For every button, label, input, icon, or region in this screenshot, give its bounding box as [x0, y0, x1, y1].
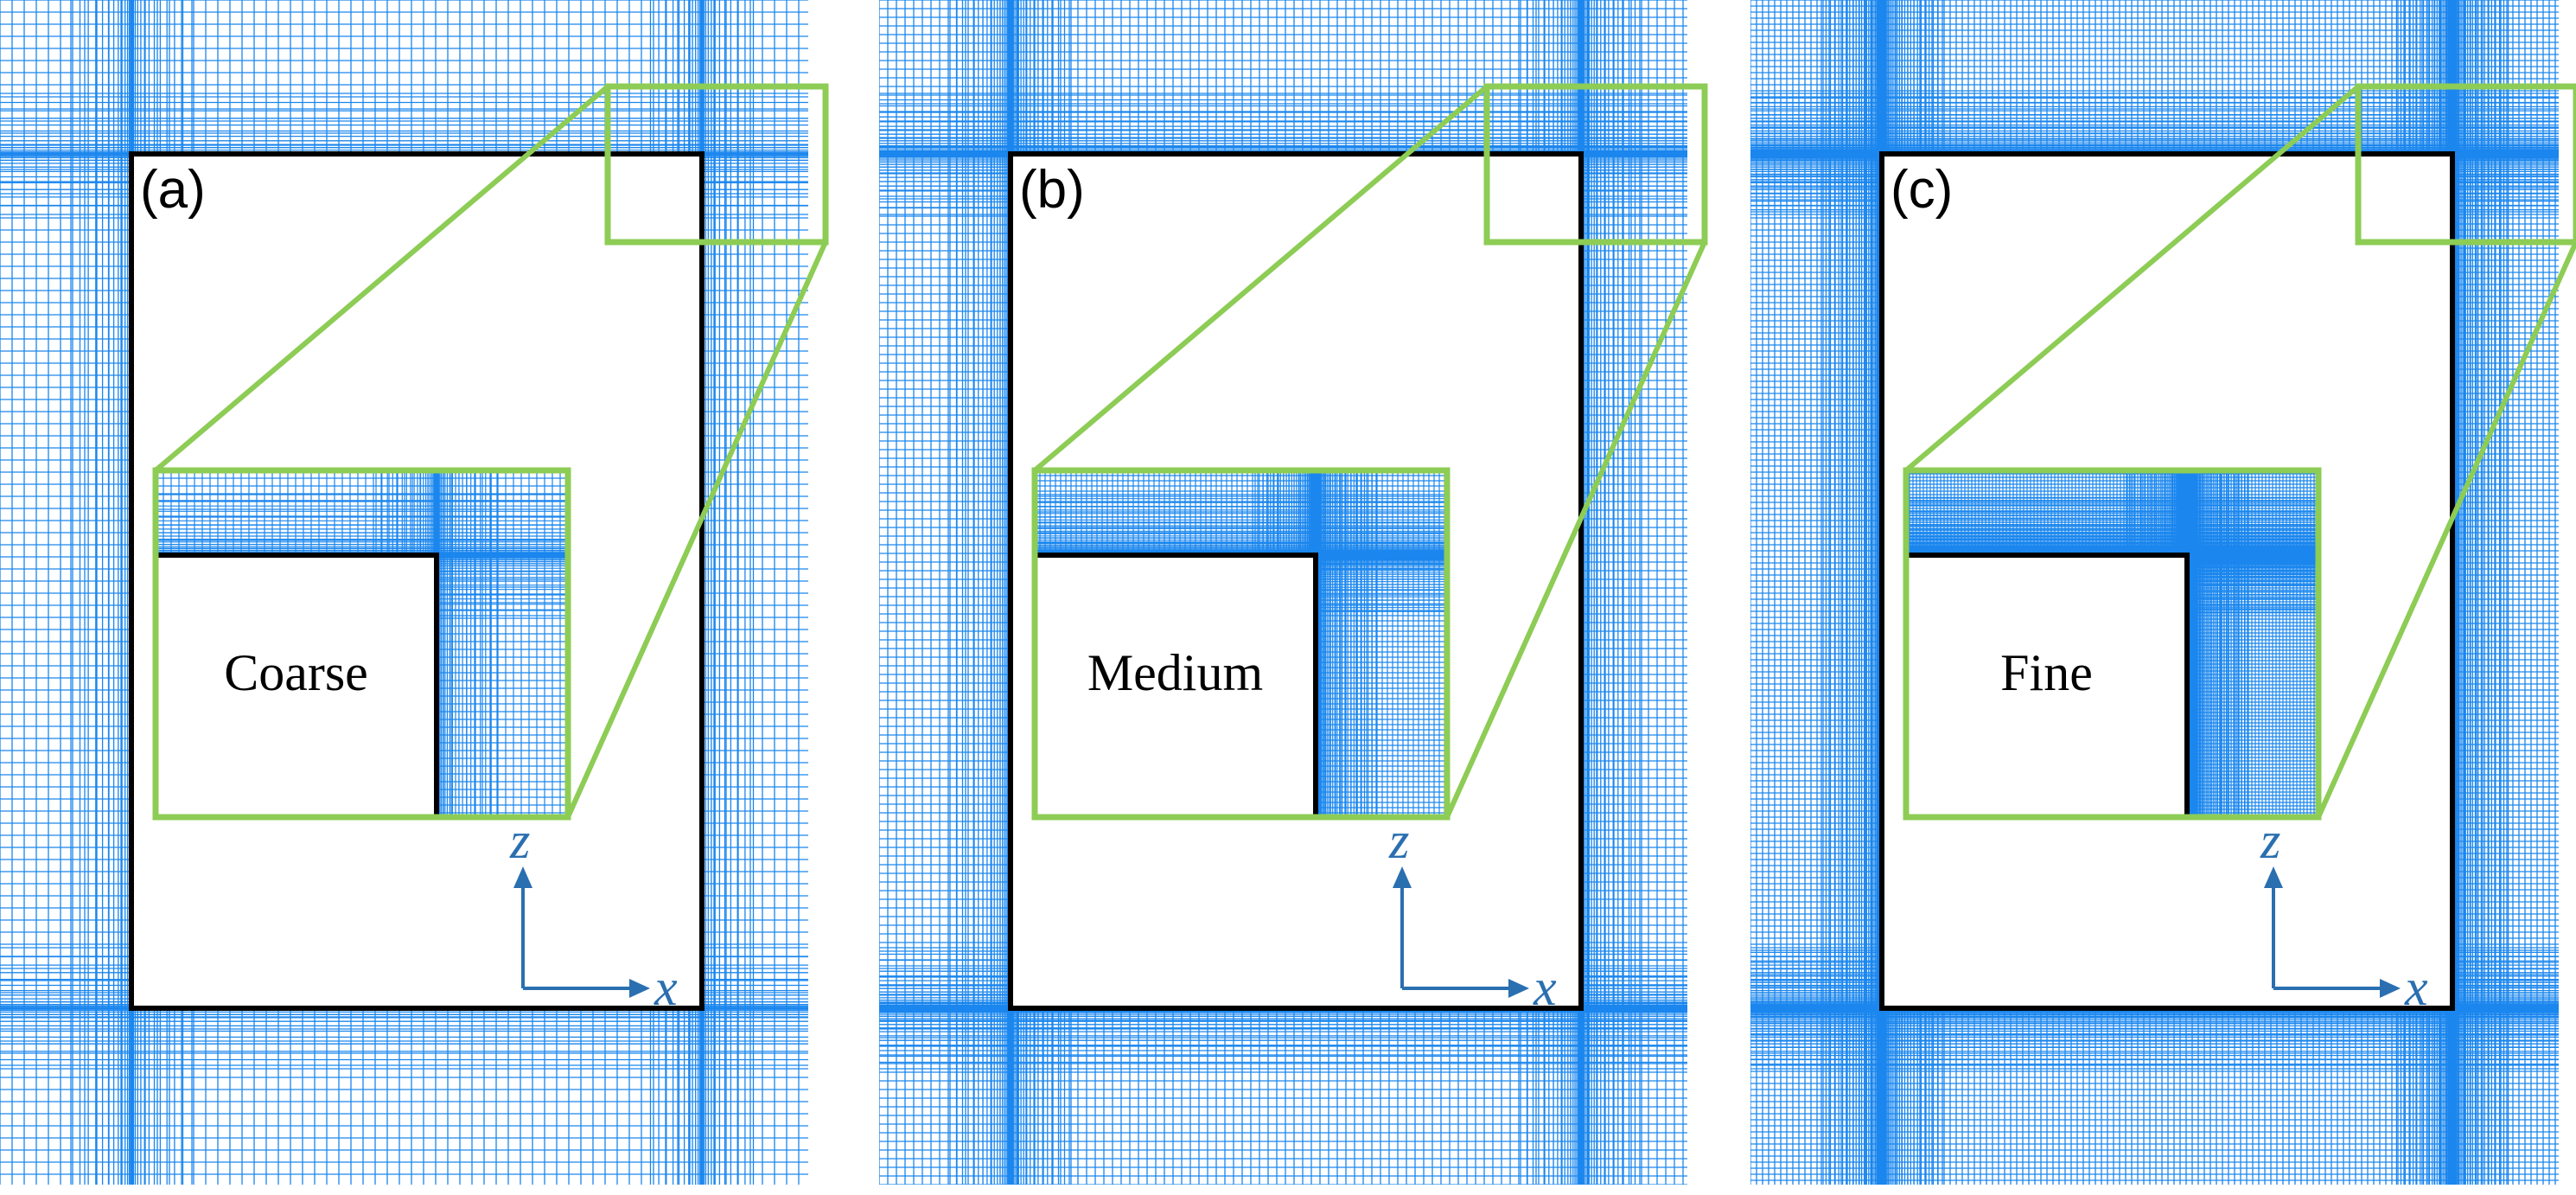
mesh-level-label: Fine [2000, 644, 2093, 701]
zoom-connector-right [2316, 240, 2576, 819]
axis-indicator: zx [1388, 812, 1557, 1016]
axis-indicator: zx [2260, 812, 2428, 1016]
mesh-level-label: Medium [1087, 644, 1263, 701]
x-arrow-head [2380, 979, 2401, 998]
axis-indicator: zx [509, 812, 678, 1016]
panel-label: (b) [1019, 160, 1085, 220]
inset-body-fill [1035, 555, 1316, 817]
zoom-box [1483, 83, 1708, 246]
zoom-connector-right [1444, 240, 1707, 819]
inset-body-edge [156, 553, 439, 817]
x-axis-label: x [2404, 959, 2428, 1016]
zoom-connector-left [154, 84, 609, 473]
mesh-level-label: Coarse [224, 644, 368, 701]
x-axis-label: x [654, 959, 678, 1016]
inset-frame [152, 467, 571, 821]
z-axis-label: z [2260, 812, 2280, 869]
z-axis-label: z [1388, 812, 1409, 869]
inset-frame [1903, 467, 2322, 821]
inset-body-edge [1035, 553, 1318, 817]
zoom-connector-right [565, 240, 828, 819]
inset-body-fill [1906, 555, 2187, 817]
z-arrow-head [513, 866, 532, 888]
panel-label: (c) [1891, 160, 1953, 220]
mesh-panel-2: Medium(b)zx [879, 0, 1708, 1185]
x-arrow-head [629, 979, 650, 998]
zoom-box [2355, 83, 2576, 246]
z-arrow-head [1393, 866, 1412, 888]
zoom-connector-left [1904, 84, 2360, 473]
z-axis-label: z [509, 812, 530, 869]
zoom-box [604, 83, 829, 246]
mesh-panel-3: Fine(c)zx [1750, 0, 2576, 1185]
mesh-panel-1: Coarse(a)zx [0, 0, 829, 1185]
panel-label: (a) [140, 160, 206, 220]
inset-body-edge [1906, 553, 2190, 817]
inset-body-fill [156, 555, 437, 817]
x-arrow-head [1508, 979, 1529, 998]
z-arrow-head [2264, 866, 2283, 888]
inset-frame [1031, 467, 1451, 821]
x-axis-label: x [1533, 959, 1557, 1016]
zoom-connector-left [1033, 84, 1489, 473]
